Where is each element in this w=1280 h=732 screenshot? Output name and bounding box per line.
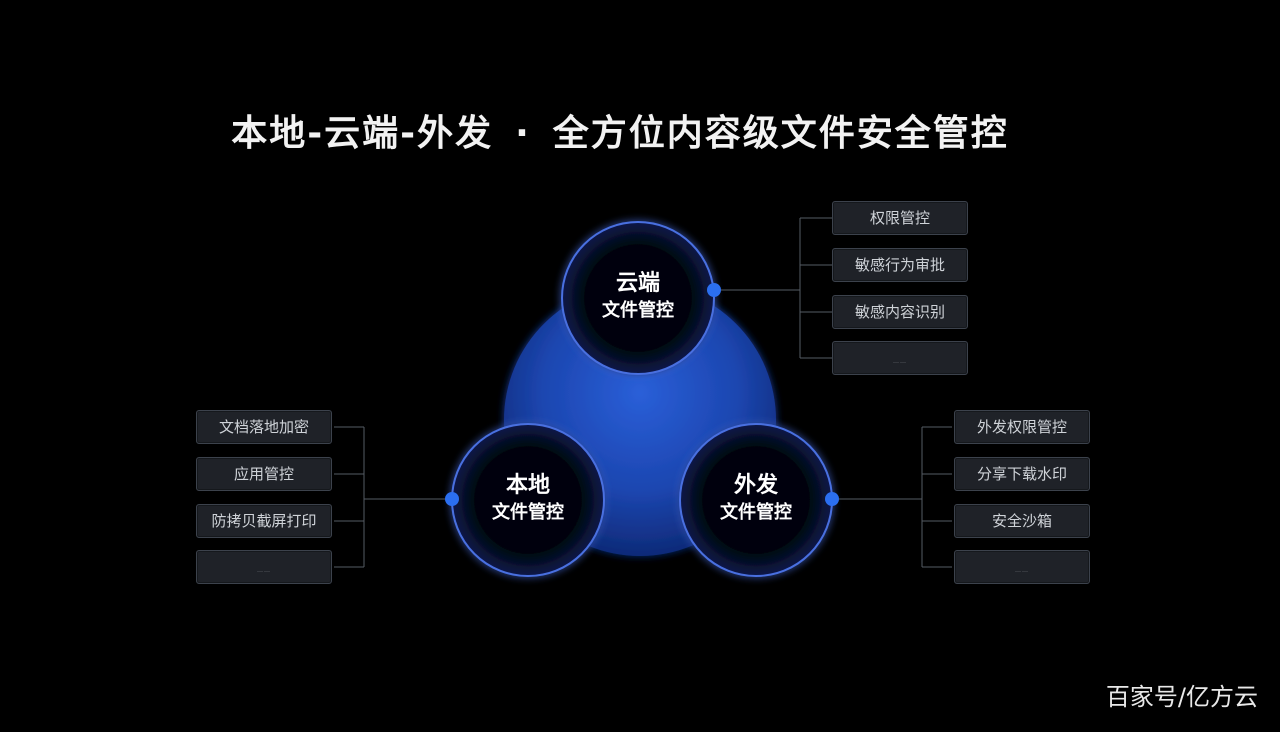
local-item-anti-copy: 防拷贝截屏打印: [196, 504, 332, 538]
cloud-circle-label: 云端 文件管控: [563, 270, 713, 324]
local-connector-dot: [445, 492, 459, 506]
local-item-encryption: 文档落地加密: [196, 410, 332, 444]
cloud-item-sensitive-behavior: 敏感行为审批: [832, 248, 968, 282]
cloud-circle-title: 云端: [615, 271, 660, 296]
cloud-item-more: ……: [832, 341, 968, 375]
cloud-circle-subtitle: 文件管控: [602, 300, 674, 321]
outgoing-item-more-text: ……: [1015, 567, 1029, 574]
outgoing-connector-dot: [825, 492, 839, 506]
cloud-connector-dot: [707, 283, 721, 297]
outgoing-circle-title: 外发: [733, 473, 778, 498]
outgoing-circle-subtitle: 文件管控: [720, 502, 792, 523]
outgoing-item-watermark: 分享下载水印: [954, 457, 1090, 491]
outgoing-connector: [832, 426, 952, 568]
cloud-connector: [714, 217, 832, 359]
local-circle-title: 本地: [505, 473, 550, 498]
local-circle-subtitle: 文件管控: [492, 502, 564, 523]
local-item-more-text: ……: [257, 567, 271, 574]
local-circle-label: 本地 文件管控: [453, 472, 603, 526]
watermark: 百家号/亿方云: [1105, 683, 1258, 711]
outgoing-item-more: ……: [954, 550, 1090, 584]
local-connector: [334, 426, 452, 568]
cloud-item-more-text: ……: [893, 358, 907, 365]
cloud-item-sensitive-content: 敏感内容识别: [832, 295, 968, 329]
outgoing-item-permission: 外发权限管控: [954, 410, 1090, 444]
outgoing-circle-label: 外发 文件管控: [681, 472, 831, 526]
title-separator: ·: [515, 113, 531, 154]
title-left: 本地-云端-外发: [231, 113, 494, 154]
title-right: 全方位内容级文件安全管控: [552, 113, 1009, 154]
cloud-item-permission: 权限管控: [832, 201, 968, 235]
page-title: 本地-云端-外发 · 全方位内容级文件安全管控: [0, 104, 1240, 156]
outgoing-item-sandbox: 安全沙箱: [954, 504, 1090, 538]
cloud-circle: [561, 221, 715, 375]
local-item-more: ……: [196, 550, 332, 584]
local-item-app-control: 应用管控: [196, 457, 332, 491]
